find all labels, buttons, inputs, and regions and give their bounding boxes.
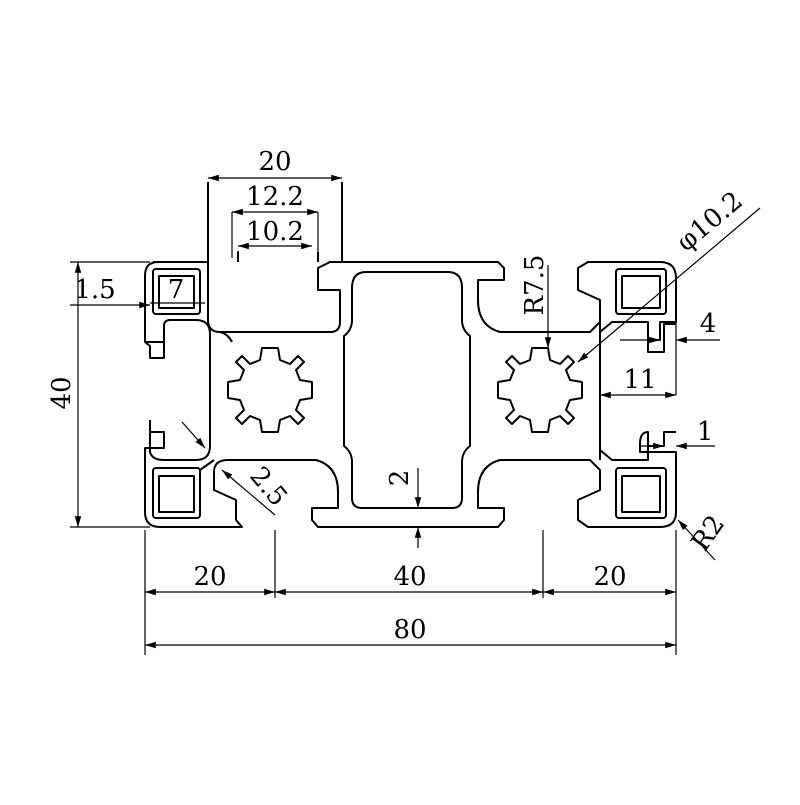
corner-inner-square — [158, 275, 195, 309]
dim-lip-thickness: 1 — [697, 417, 714, 447]
dim-lip: 4 — [700, 309, 717, 339]
corner-inner-square — [621, 475, 661, 513]
dim-bore-radius: R7.5 — [520, 255, 550, 316]
dim-corner-radius: R2 — [686, 510, 731, 557]
dim-middle-section: 40 — [393, 562, 426, 592]
dim-bore-diameter: φ10.2 — [671, 186, 749, 258]
dim-total-width: 80 — [393, 615, 426, 645]
dimension-lines — [70, 174, 761, 655]
dim-right-section: 20 — [593, 562, 626, 592]
corner-cavity-bottom-left — [152, 467, 201, 519]
dim-slot-inner: 12.2 — [246, 182, 304, 212]
dim-slot-opening: 10.2 — [246, 217, 304, 247]
dim-slot-depth: 11 — [623, 365, 656, 395]
dim-height: 40 — [47, 376, 77, 409]
corner-cavity-bottom-right — [615, 467, 667, 519]
center-bore-left — [227, 347, 313, 433]
dim-center-wall: 2 — [385, 470, 415, 487]
dim-left-section: 20 — [193, 562, 226, 592]
dim-slot-width: 20 — [258, 147, 291, 177]
dim-wall-thickness: 1.5 — [74, 275, 115, 305]
corner-cavity-top-left — [152, 268, 201, 315]
corner-inner-square — [158, 475, 195, 513]
corner-inner-square — [621, 275, 661, 309]
corner-cavity-top-right — [615, 268, 667, 315]
dim-corner-square: 7 — [168, 275, 185, 305]
center-bore-right — [497, 347, 583, 433]
dim-web: 2.5 — [243, 461, 293, 512]
dimension-labels: 20 12.2 10.2 1.5 7 40 R7.5 φ10.2 4 11 1 … — [47, 147, 749, 645]
